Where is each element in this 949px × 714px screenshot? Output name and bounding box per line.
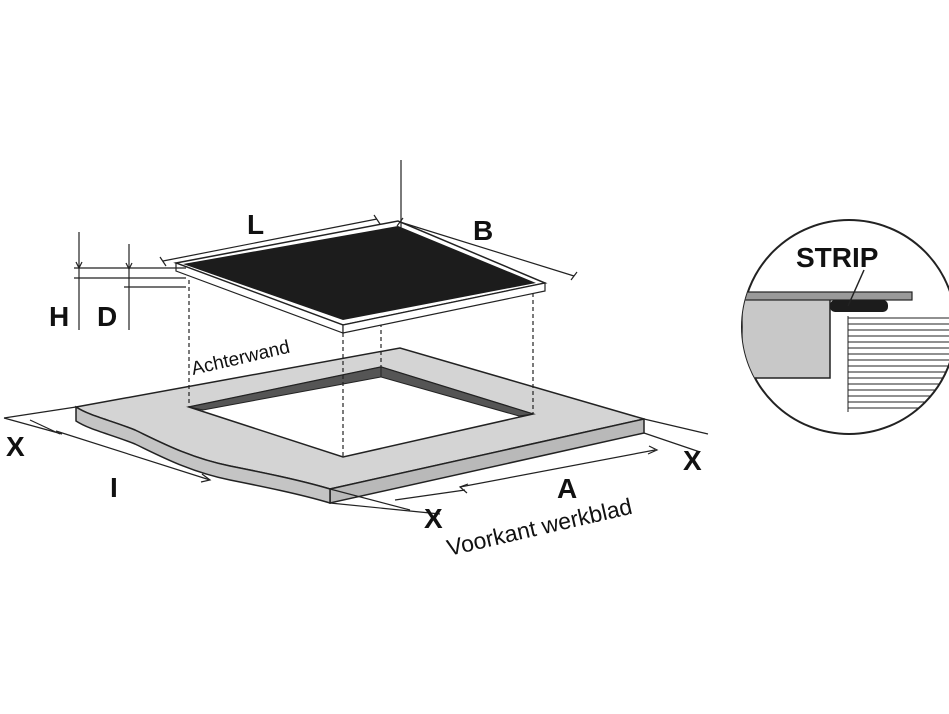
label-l: L [247, 209, 264, 240]
hob-glass [183, 226, 536, 320]
strip-detail: STRIP [741, 219, 949, 435]
dimension-l [159, 214, 381, 267]
label-b: B [473, 215, 493, 246]
label-x-front: X [424, 503, 443, 534]
label-x-left: X [6, 431, 25, 462]
label-a: A [557, 473, 577, 504]
label-h: H [49, 301, 69, 332]
label-x-right: X [683, 445, 702, 476]
label-strip: STRIP [796, 242, 878, 273]
dimension-b [396, 217, 578, 281]
dimension-h-d [74, 232, 186, 330]
cutout [186, 366, 536, 458]
label-i: I [110, 472, 118, 503]
projection-lines [188, 280, 534, 457]
label-d: D [97, 301, 117, 332]
label-countertop-front: Voorkant werkblad [444, 493, 634, 561]
dimension-left [3, 406, 212, 483]
hob [173, 220, 548, 334]
dimension-front [329, 418, 709, 515]
